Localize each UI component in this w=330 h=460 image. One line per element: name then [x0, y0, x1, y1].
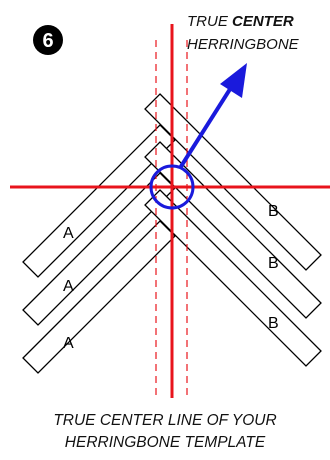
plank-label-a2: A	[63, 278, 74, 295]
step-number: 6	[42, 30, 53, 52]
title-line2: HERRINGBONE	[187, 36, 300, 53]
plank-right-3	[144, 189, 322, 367]
arrow-shaft	[178, 84, 234, 170]
pointer-arrow	[178, 63, 247, 170]
step-badge-circle	[33, 25, 63, 55]
plank-label-a3: A	[63, 335, 74, 352]
plank-label-b2: B	[268, 255, 279, 272]
plank-right-1	[144, 93, 322, 271]
plank-label-b3: B	[268, 315, 279, 332]
plank-label-b1: B	[268, 203, 279, 220]
step-badge: 6	[33, 25, 63, 55]
title-emphasis: CENTER	[232, 13, 294, 30]
arrow-head	[220, 63, 247, 98]
plank-left-3	[22, 220, 176, 374]
title-line1: TRUE CENTER	[187, 13, 294, 30]
center-marker-circle	[149, 164, 195, 210]
plank-left-1	[22, 124, 176, 278]
caption-line1: TRUE CENTER LINE OF YOUR	[53, 412, 276, 429]
plank-label-a1: A	[63, 225, 74, 242]
caption-line2: HERRINGBONE TEMPLATE	[65, 434, 266, 451]
title-prefix: TRUE	[187, 13, 232, 30]
